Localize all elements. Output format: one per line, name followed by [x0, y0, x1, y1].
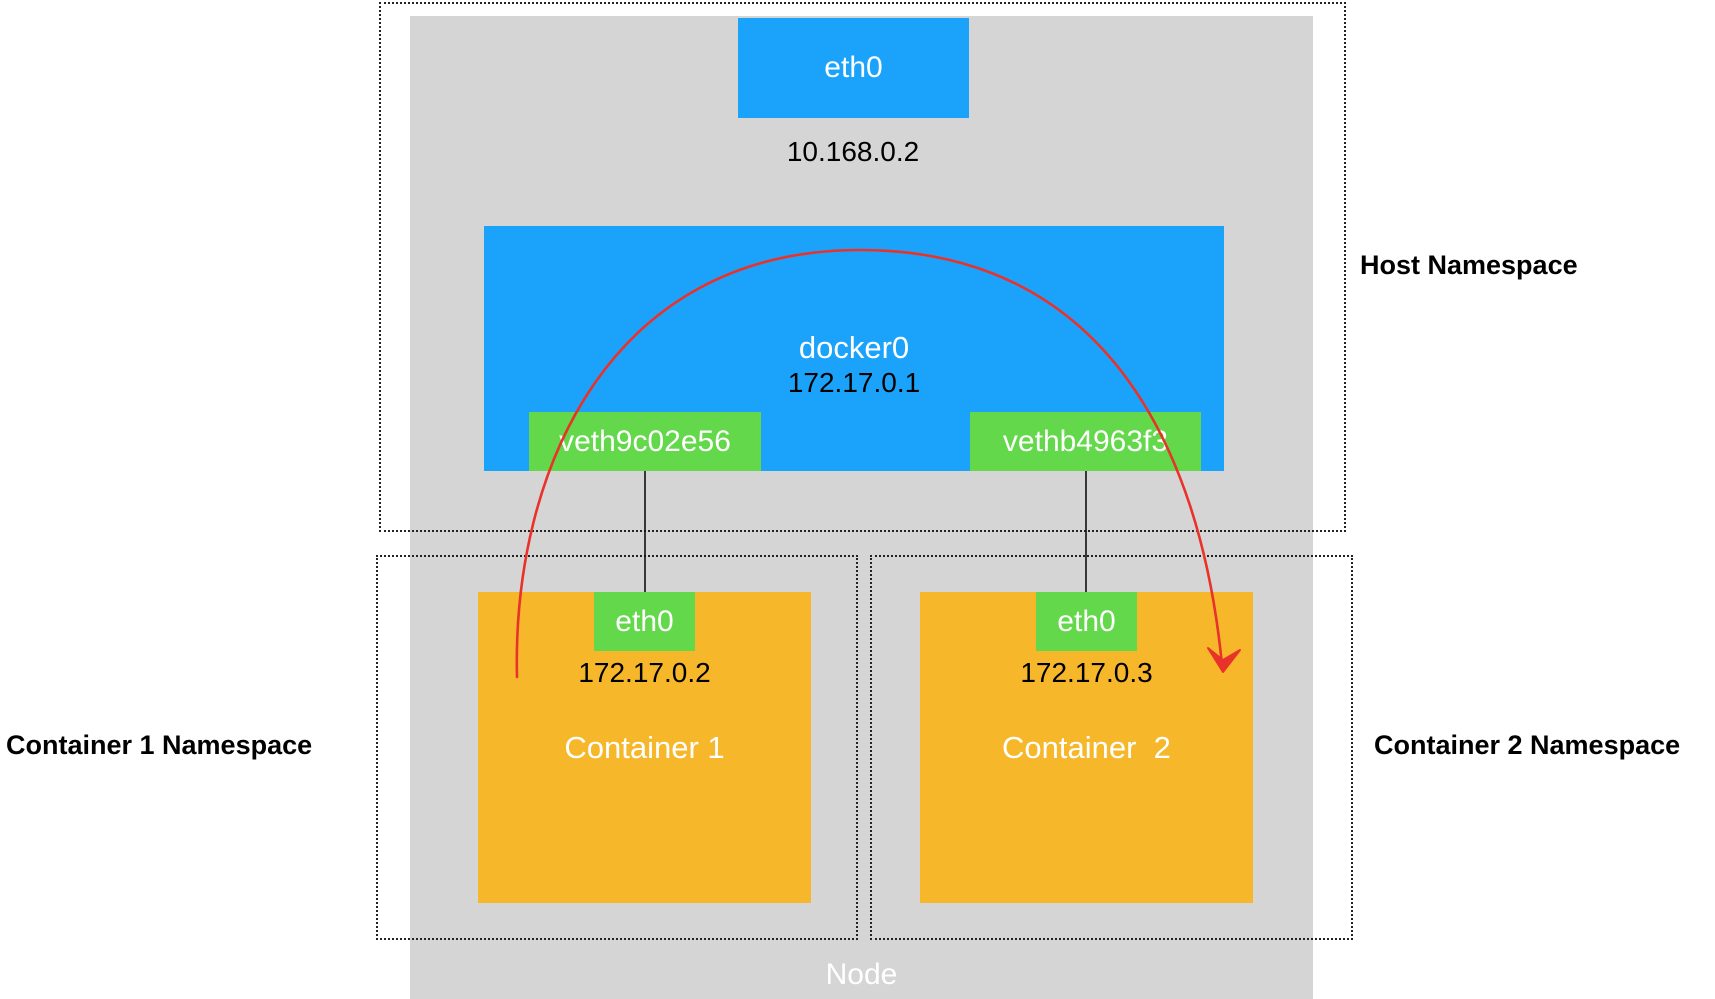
container-1-eth0: eth0	[594, 592, 695, 651]
container-2-eth0-label: eth0	[1057, 604, 1116, 638]
docker0-ip: 172.17.0.1	[787, 367, 921, 398]
container-1-name: Container 1	[564, 730, 725, 765]
container-1-eth0-label: eth0	[615, 604, 674, 638]
container-2-eth0: eth0	[1036, 592, 1137, 651]
host-eth0-label: eth0	[824, 51, 883, 84]
container-1-ip: 172.17.0.2	[578, 657, 711, 688]
host-eth0-ip: 10.168.0.2	[786, 136, 920, 167]
veth-2-interface: vethb4963f3	[970, 412, 1201, 471]
node-label: Node	[825, 958, 898, 991]
container-2-ip: 172.17.0.3	[1020, 657, 1153, 688]
container-1-namespace-label: Container 1 Namespace	[6, 730, 313, 760]
docker0-label: docker0	[798, 330, 910, 365]
veth-1-label: veth9c02e56	[559, 424, 731, 458]
veth-2-label: vethb4963f3	[1002, 424, 1169, 458]
host-namespace-label: Host Namespace	[1360, 250, 1578, 280]
container-2-name: Container 2	[1002, 730, 1171, 765]
container-2-namespace-label: Container 2 Namespace	[1374, 730, 1681, 760]
host-eth0-interface: eth0	[738, 18, 969, 118]
veth-1-interface: veth9c02e56	[529, 412, 761, 471]
